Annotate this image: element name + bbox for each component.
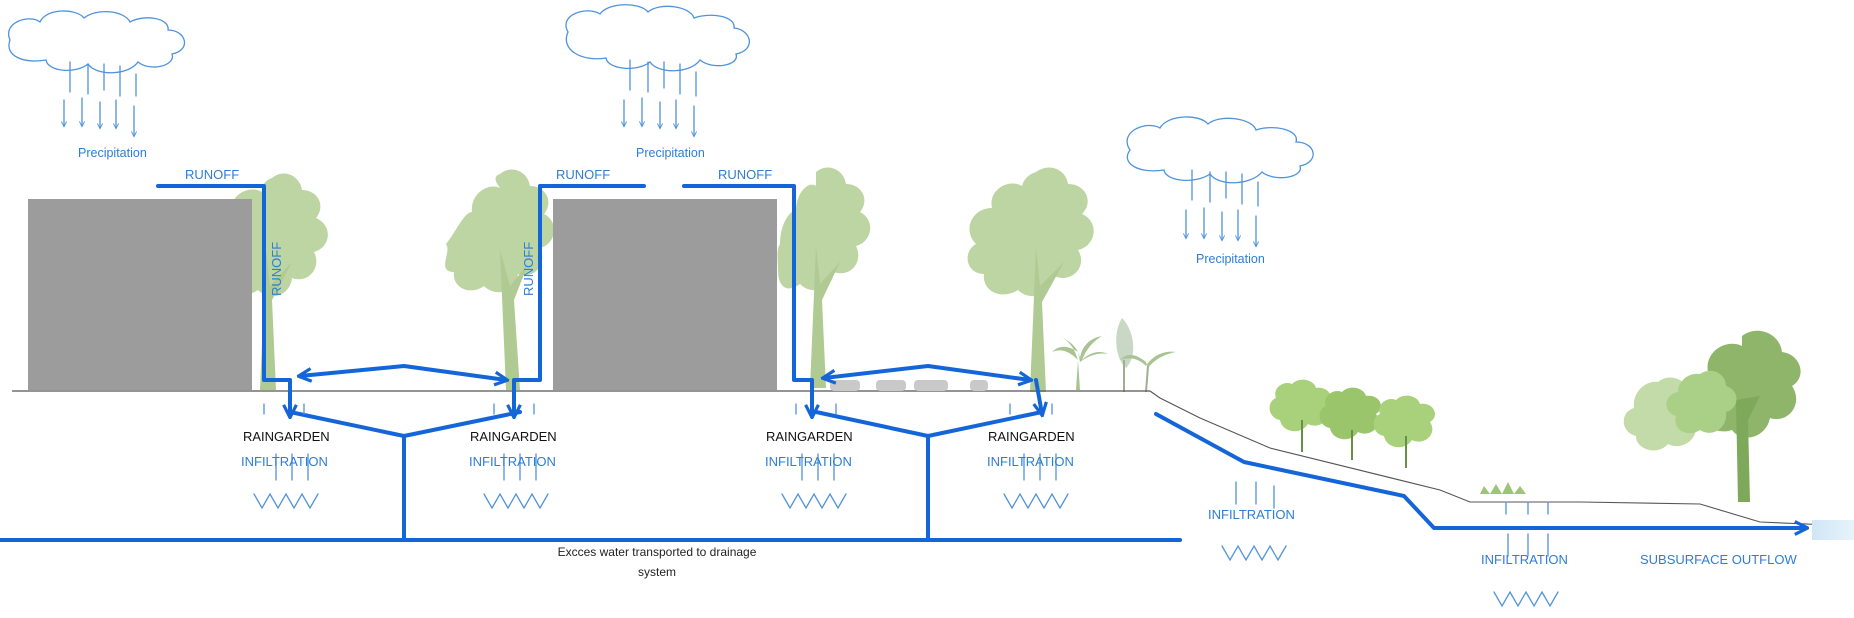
rain-lines-2 — [624, 59, 696, 136]
cloud-2: Precipitation — [565, 4, 750, 160]
runoff-label: RUNOFF — [556, 167, 610, 182]
raingarden-infiltration: INFILTRATION — [987, 454, 1074, 469]
lateral-flow-1 — [300, 364, 506, 380]
tree-2 — [445, 169, 555, 390]
raingarden-title: RAINGARDEN — [766, 429, 853, 444]
drainage-note: Excces water transported to drainage — [558, 545, 757, 559]
palm-trees — [1052, 318, 1176, 393]
raingarden-title: RAINGARDEN — [243, 429, 330, 444]
runoff-label-vertical: RUNOFF — [269, 242, 284, 296]
precipitation-label: Precipitation — [78, 146, 147, 160]
subsurface-outflow-label: SUBSURFACE OUTFLOW — [1640, 552, 1797, 567]
rain-lines-1 — [64, 61, 136, 136]
drainage-note-line2: system — [638, 565, 676, 579]
runoff-right-flow — [682, 184, 812, 416]
infiltration-glyphs — [253, 403, 1559, 608]
runoff-label: RUNOFF — [718, 167, 772, 182]
raingarden-title: RAINGARDEN — [470, 429, 557, 444]
runoff-left-flow — [156, 184, 290, 416]
raingarden-infiltration: INFILTRATION — [765, 454, 852, 469]
outflow-water — [1812, 520, 1854, 540]
slope-infiltration-label: INFILTRATION — [1208, 507, 1295, 522]
slope-vegetation — [1269, 330, 1801, 502]
runoff-mid-flow — [514, 184, 646, 416]
raingarden-infiltration: INFILTRATION — [469, 454, 556, 469]
raingarden-infiltration: INFILTRATION — [241, 454, 328, 469]
precipitation-label: Precipitation — [636, 146, 705, 160]
ground-line — [12, 390, 1854, 527]
building-middle — [553, 199, 777, 390]
tree-3 — [777, 167, 871, 388]
tree-4 — [967, 167, 1094, 392]
slope-infiltration-label: INFILTRATION — [1481, 552, 1568, 567]
raingarden-title: RAINGARDEN — [988, 429, 1075, 444]
raingarden-4-inlet — [1036, 378, 1042, 414]
subsurface-flow — [1154, 412, 1806, 528]
parked-cars — [830, 380, 988, 391]
runoff-label: RUNOFF — [185, 167, 239, 182]
rain-lines-3 — [1186, 169, 1258, 246]
runoff-label-vertical: RUNOFF — [521, 242, 536, 296]
cloud-3: Precipitation — [1126, 116, 1314, 266]
building-left — [28, 199, 252, 390]
precipitation-label: Precipitation — [1196, 252, 1265, 266]
lateral-flow-2 — [824, 364, 1030, 380]
cloud-1: Precipitation — [7, 10, 185, 160]
